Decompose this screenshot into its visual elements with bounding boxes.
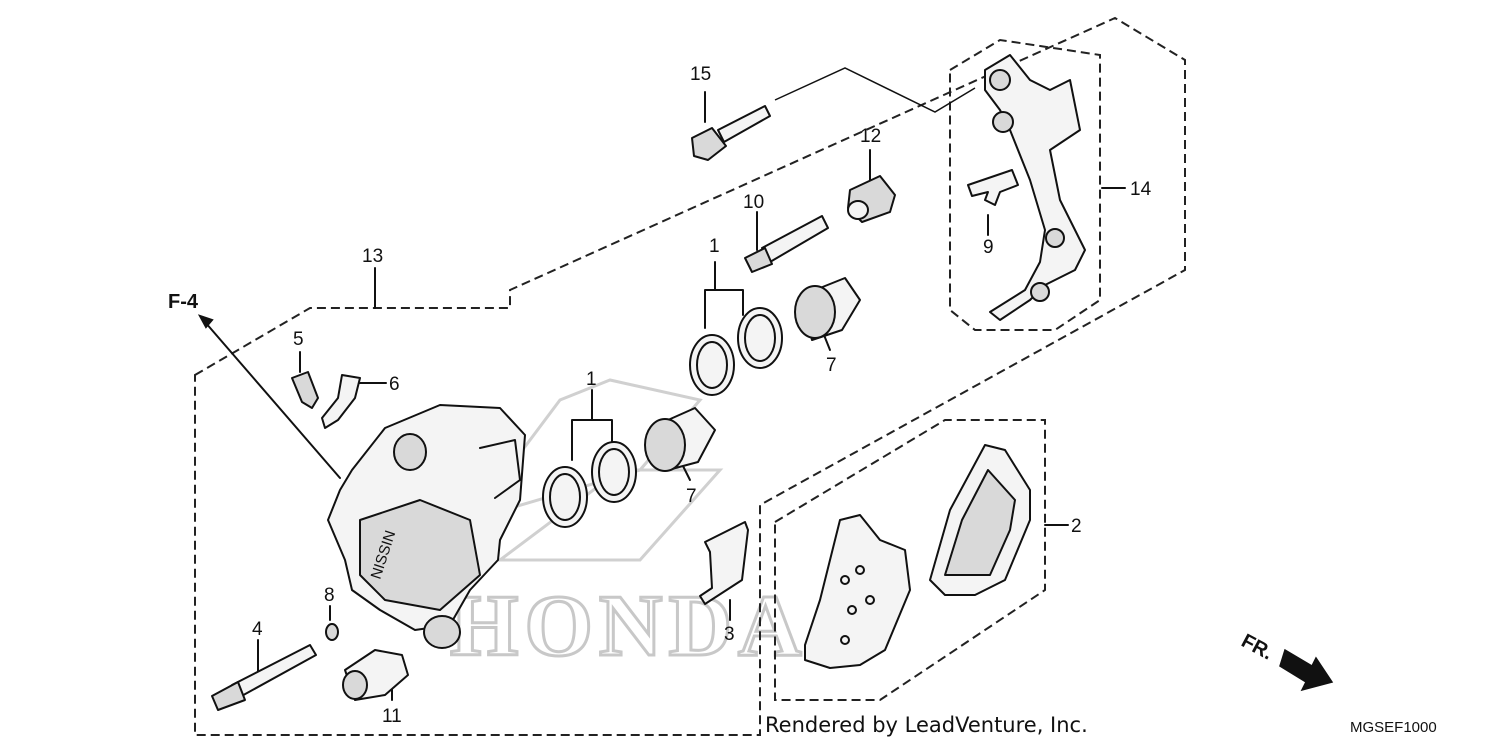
callout-11: 11 (382, 706, 402, 727)
part-3-pad-spring[interactable] (699, 521, 749, 605)
front-direction-indicator: FR. (1238, 630, 1334, 692)
part-1-seals-upper[interactable] (689, 307, 783, 396)
honda-watermark: HONDA (449, 378, 808, 677)
part-11-boot[interactable] (342, 649, 409, 701)
part-1-seals-lower[interactable] (542, 441, 637, 528)
callout-7-upper: 7 (826, 355, 837, 376)
callout-9: 9 (983, 237, 994, 258)
part-5-bleeder[interactable] (291, 371, 319, 409)
part-2-pad-right[interactable] (929, 444, 1031, 596)
callout-12: 12 (860, 126, 881, 147)
callout-2: 2 (1071, 516, 1082, 537)
diagram-code: MGSEF1000 (1350, 719, 1437, 736)
assembly-outline-caliper (194, 16, 1186, 736)
part-7-piston-upper[interactable] (794, 277, 861, 341)
front-direction-label: FR. (1238, 630, 1277, 665)
part-9-retainer-spring[interactable] (967, 169, 1019, 206)
part-12-boot[interactable] (847, 175, 896, 223)
part-14-bracket[interactable] (984, 54, 1086, 321)
callout-8: 8 (324, 585, 335, 606)
part-4-pin-bolt[interactable] (211, 644, 317, 711)
part-8-ring[interactable] (325, 623, 339, 641)
callout-labels: 15 12 10 14 9 13 1 7 1 7 5 6 2 3 4 8 11 … (168, 64, 1152, 727)
part-6-cap[interactable] (321, 374, 361, 429)
callout-5: 5 (293, 329, 304, 350)
assembly-outline-pads (774, 419, 1046, 701)
callout-4: 4 (252, 619, 263, 640)
front-arrow-icon (1279, 648, 1334, 692)
part-2-pad-left[interactable] (804, 514, 911, 669)
part-10-pin[interactable] (744, 215, 829, 273)
callout-1-upper: 1 (709, 236, 720, 257)
watermark-brand-text: HONDA (450, 578, 808, 675)
assembly-outline-bracket (949, 38, 1101, 331)
credit-text: Rendered by LeadVenture, Inc. (765, 713, 1088, 737)
callout-1-lower: 1 (586, 369, 597, 390)
part-15-bolt[interactable] (691, 105, 771, 161)
callout-13: 13 (362, 246, 383, 267)
part-7-piston-lower[interactable] (644, 407, 716, 472)
callout-10: 10 (743, 192, 764, 213)
reference-f4: F-4 (168, 291, 199, 313)
caliper-body[interactable]: NISSIN (327, 404, 526, 649)
callout-7-lower: 7 (686, 486, 697, 507)
callout-3: 3 (724, 624, 735, 645)
callout-6: 6 (389, 374, 400, 395)
callout-15: 15 (690, 64, 711, 85)
callout-14: 14 (1130, 179, 1152, 200)
